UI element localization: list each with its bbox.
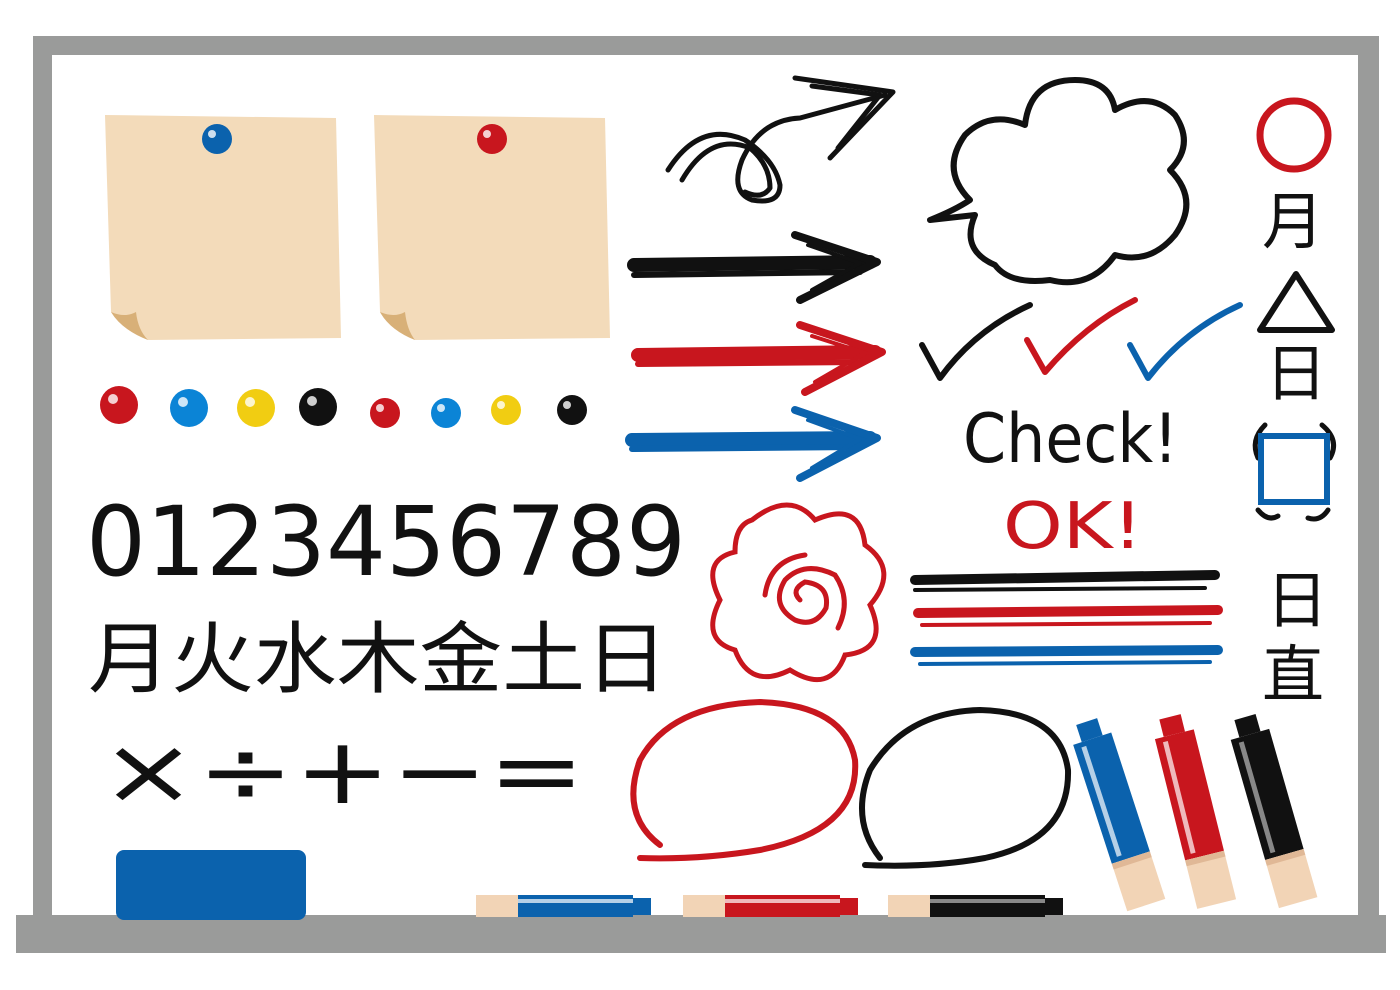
math-symbols-row: ×÷+−=: [100, 718, 585, 825]
circle-black-icon: [859, 706, 1072, 869]
marker-tray: [16, 915, 1386, 953]
month-label: 月: [1262, 185, 1324, 258]
check-black-icon: [919, 302, 1033, 381]
check-blue-icon: [1127, 302, 1243, 381]
pin-red-icon: [477, 124, 507, 154]
magnet-blue-icon: [170, 389, 208, 427]
marker-blue-upright: [1073, 718, 1166, 912]
duty-label-1: 日: [1266, 564, 1328, 637]
magnet-red-icon: [100, 386, 138, 424]
ok-label: OK!: [1003, 490, 1143, 564]
sticky-note-right: [374, 115, 610, 340]
magnet-yellow-small-icon: [491, 395, 521, 425]
arrow-black-icon: [627, 231, 881, 304]
magnet-row: [100, 386, 587, 428]
marker-red-upright: [1154, 714, 1237, 909]
circle-mark-icon: [1256, 97, 1332, 173]
sticky-note-left: [105, 115, 341, 340]
eraser[interactable]: [116, 850, 306, 920]
weekdays-row: 月火水木金土日: [88, 615, 668, 705]
marker-red-lying[interactable]: [683, 895, 858, 917]
marker-black-upright: [1230, 714, 1318, 909]
magnet-blue-small-icon: [431, 398, 461, 428]
circle-red-icon: [630, 698, 859, 862]
check-label: Check!: [963, 400, 1178, 479]
curly-arrow-icon: [665, 75, 896, 204]
numbers-row: 0123456789: [86, 486, 686, 598]
marker-blue-lying[interactable]: [476, 895, 651, 917]
day-label: 日: [1265, 337, 1327, 410]
check-red-icon: [1024, 297, 1138, 375]
arrow-red-icon: [631, 321, 886, 396]
check-marks: [919, 297, 1243, 381]
hanamaru-icon: [710, 502, 887, 682]
speech-bubble-icon: [927, 77, 1190, 286]
magnet-yellow-icon: [237, 389, 275, 427]
magnet-black-icon: [299, 388, 337, 426]
pin-blue-icon: [202, 124, 232, 154]
marker-black-lying[interactable]: [888, 895, 1063, 917]
triangle-mark-icon: [1257, 271, 1335, 333]
weekday-box-icon: [1252, 422, 1337, 522]
duty-label-2: 直: [1262, 638, 1324, 711]
arrow-blue-icon: [625, 406, 881, 482]
magnet-red-small-icon: [370, 398, 400, 428]
magnet-black-small-icon: [557, 395, 587, 425]
underlines: [910, 570, 1223, 666]
